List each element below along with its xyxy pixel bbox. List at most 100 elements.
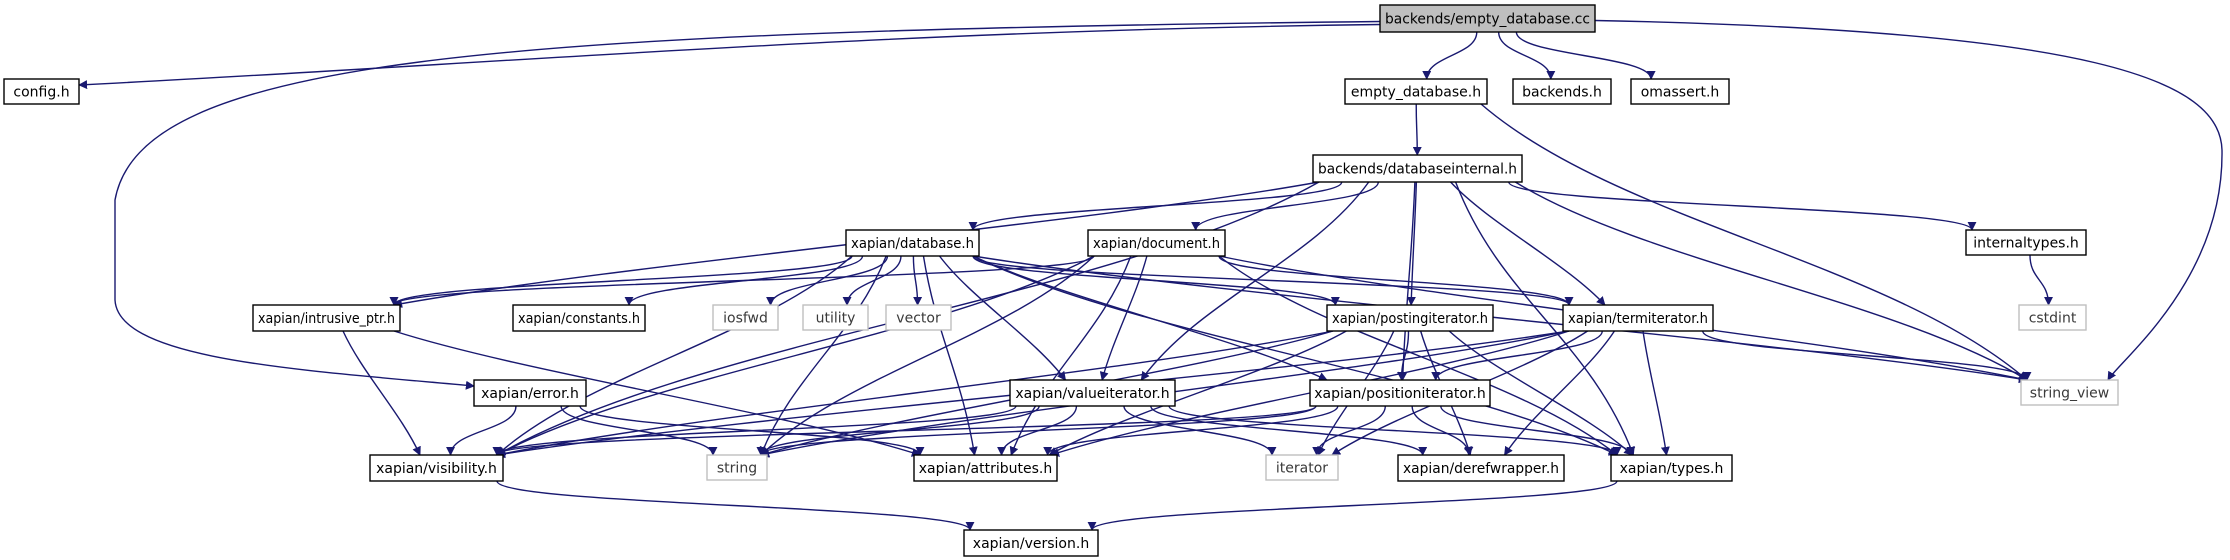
edge-document-to-valueiterator [1099, 255, 1148, 381]
edge-database-to-intrusive_ptr [389, 255, 853, 306]
node-positioniterator[interactable]: xapian/positioniterator.h [1309, 379, 1491, 407]
edge-database-to-attributes [922, 255, 978, 456]
node-box [512, 304, 646, 332]
edge-databaseinternal-to-termiterator [1450, 181, 1606, 306]
edge-valueiterator-to-visibility [492, 405, 1017, 456]
node-cstdint: cstdint [2018, 304, 2087, 331]
edge-valueiterator-to-derefwrapper [1150, 405, 1428, 456]
node-box [1309, 379, 1491, 407]
edge-database-to-vector [912, 255, 923, 306]
node-box [1512, 78, 1612, 105]
edge-databaseinternal-to-types [1454, 181, 1635, 456]
node-database[interactable]: xapian/database.h [845, 229, 980, 257]
node-label: xapian/valueiterator.h [1015, 386, 1169, 402]
node-label: xapian/version.h [973, 536, 1089, 552]
node-label: utility [816, 311, 856, 327]
edge-database-to-visibility [496, 255, 853, 456]
edges-layer [78, 19, 2223, 531]
node-postingiterator[interactable]: xapian/postingiterator.h [1326, 304, 1494, 332]
node-box [706, 454, 768, 481]
edge-databaseinternal-to-document [1191, 181, 1380, 231]
node-label: xapian/document.h [1093, 236, 1220, 252]
edge-document-to-string [760, 255, 1095, 456]
node-constants[interactable]: xapian/constants.h [512, 304, 646, 332]
edge-empty_database-to-string_view [1480, 103, 2028, 381]
edge-root-to-omassert [1515, 31, 1656, 80]
node-box [885, 304, 952, 331]
edge-database-to-termiterator [972, 255, 1574, 306]
node-omassert[interactable]: omassert.h [1630, 78, 1730, 105]
edge-root-to-backends [1497, 31, 1556, 80]
node-empty-database[interactable]: empty_database.h [1344, 78, 1488, 105]
edge-root-to-empty_database [1422, 31, 1478, 80]
node-utility: utility [802, 304, 869, 331]
node-label: string_view [2030, 386, 2109, 402]
node-box [1610, 454, 1733, 482]
node-iterator: iterator [1265, 454, 1339, 481]
node-error[interactable]: xapian/error.h [473, 379, 587, 407]
node-box [913, 454, 1058, 482]
node-label: string [717, 461, 757, 477]
edge-error-to-visibility [446, 405, 517, 456]
node-attributes[interactable]: xapian/attributes.h [913, 454, 1058, 482]
edge-root-to-string_view [1594, 19, 2223, 381]
node-box [802, 304, 869, 331]
edge-databaseinternal-to-internaltypes [1508, 181, 1977, 231]
node-visibility[interactable]: xapian/visibility.h [369, 454, 504, 482]
edge-empty_database-to-databaseinternal [1412, 103, 1422, 156]
edge-databaseinternal-to-string_view [1514, 181, 2028, 381]
node-config[interactable]: config.h [3, 78, 80, 105]
node-databaseinternal[interactable]: backends/databaseinternal.h [1312, 154, 1523, 183]
node-version[interactable]: xapian/version.h [963, 529, 1099, 557]
node-box [473, 379, 587, 407]
node-label: empty_database.h [1351, 85, 1481, 101]
node-box [1312, 154, 1523, 183]
node-label: xapian/positioniterator.h [1314, 386, 1485, 402]
node-box [1009, 379, 1176, 407]
node-box [1344, 78, 1488, 105]
node-box [3, 78, 80, 105]
edge-database-to-iosfwd [766, 255, 889, 306]
node-valueiterator[interactable]: xapian/valueiterator.h [1009, 379, 1176, 407]
edge-visibility-to-version [496, 480, 975, 531]
edge-positioniterator-to-string [756, 405, 1317, 456]
edge-postingiterator-to-attributes [1048, 330, 1347, 456]
node-termiterator[interactable]: xapian/termiterator.h [1562, 304, 1714, 332]
edge-termiterator-to-derefwrapper [1503, 330, 1616, 456]
node-backends[interactable]: backends.h [1512, 78, 1612, 105]
node-box [1562, 304, 1714, 332]
node-box [1265, 454, 1339, 481]
node-label: internaltypes.h [1973, 236, 2079, 252]
edge-termiterator-to-string_view [1702, 330, 2032, 381]
edge-positioniterator-to-iterator [1312, 405, 1386, 456]
edge-positioniterator-to-types [1440, 405, 1636, 456]
node-label: xapian/termiterator.h [1568, 311, 1708, 327]
edge-valueiterator-to-types [1168, 405, 1622, 456]
node-document[interactable]: xapian/document.h [1087, 229, 1226, 257]
edge-databaseinternal-to-postingiterator [1406, 181, 1418, 306]
node-label: xapian/types.h [1620, 461, 1724, 477]
edge-database-to-utility [842, 255, 902, 306]
edge-root-to-config [78, 23, 1381, 90]
edge-postingiterator-to-positioniterator [1397, 330, 1410, 381]
node-derefwrapper[interactable]: xapian/derefwrapper.h [1397, 454, 1565, 482]
edge-database-to-string [759, 255, 887, 456]
node-box [2018, 304, 2087, 331]
node-label: vector [896, 311, 941, 327]
node-box [845, 229, 980, 257]
node-label: xapian/derefwrapper.h [1403, 461, 1559, 477]
edge-document-to-termiterator [1218, 255, 1574, 306]
node-string-view: string_view [2020, 379, 2119, 406]
edge-internaltypes-to-cstdint [2029, 254, 2054, 306]
node-label: iosfwd [723, 311, 768, 327]
node-iosfwd: iosfwd [712, 304, 779, 331]
nodes-layer: backends/empty_database.cc config.h empty_… [3, 4, 2119, 557]
node-intrusive-ptr[interactable]: xapian/intrusive_ptr.h [252, 304, 401, 332]
node-types[interactable]: xapian/types.h [1610, 454, 1733, 482]
node-internaltypes[interactable]: internaltypes.h [1965, 229, 2087, 256]
node-root[interactable]: backends/empty_database.cc [1379, 4, 1596, 33]
node-label: xapian/postingiterator.h [1332, 311, 1488, 327]
node-label: xapian/attributes.h [919, 461, 1053, 477]
node-box [369, 454, 504, 482]
